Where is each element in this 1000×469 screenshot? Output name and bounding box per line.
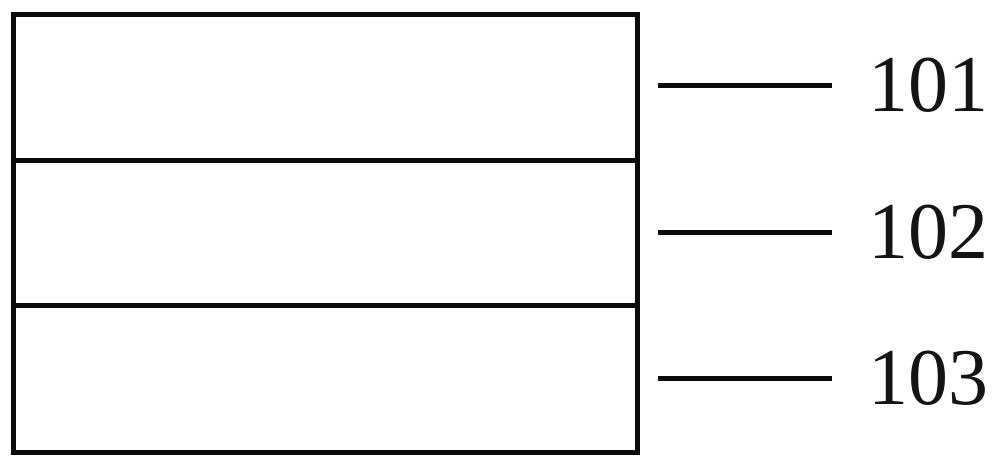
reference-numeral-103: 103 xyxy=(868,334,988,422)
callout-102: 102 xyxy=(658,192,988,272)
leader-line-icon xyxy=(658,82,832,88)
layer-stack xyxy=(11,12,640,455)
callout-103: 103 xyxy=(658,338,988,418)
leader-line-icon xyxy=(658,229,832,235)
callout-101: 101 xyxy=(658,45,988,125)
reference-numeral-102: 102 xyxy=(868,188,988,276)
layer-103 xyxy=(16,308,635,450)
layer-101 xyxy=(16,17,635,163)
layer-102 xyxy=(16,163,635,308)
reference-numeral-101: 101 xyxy=(868,41,988,129)
leader-line-icon xyxy=(658,375,832,381)
